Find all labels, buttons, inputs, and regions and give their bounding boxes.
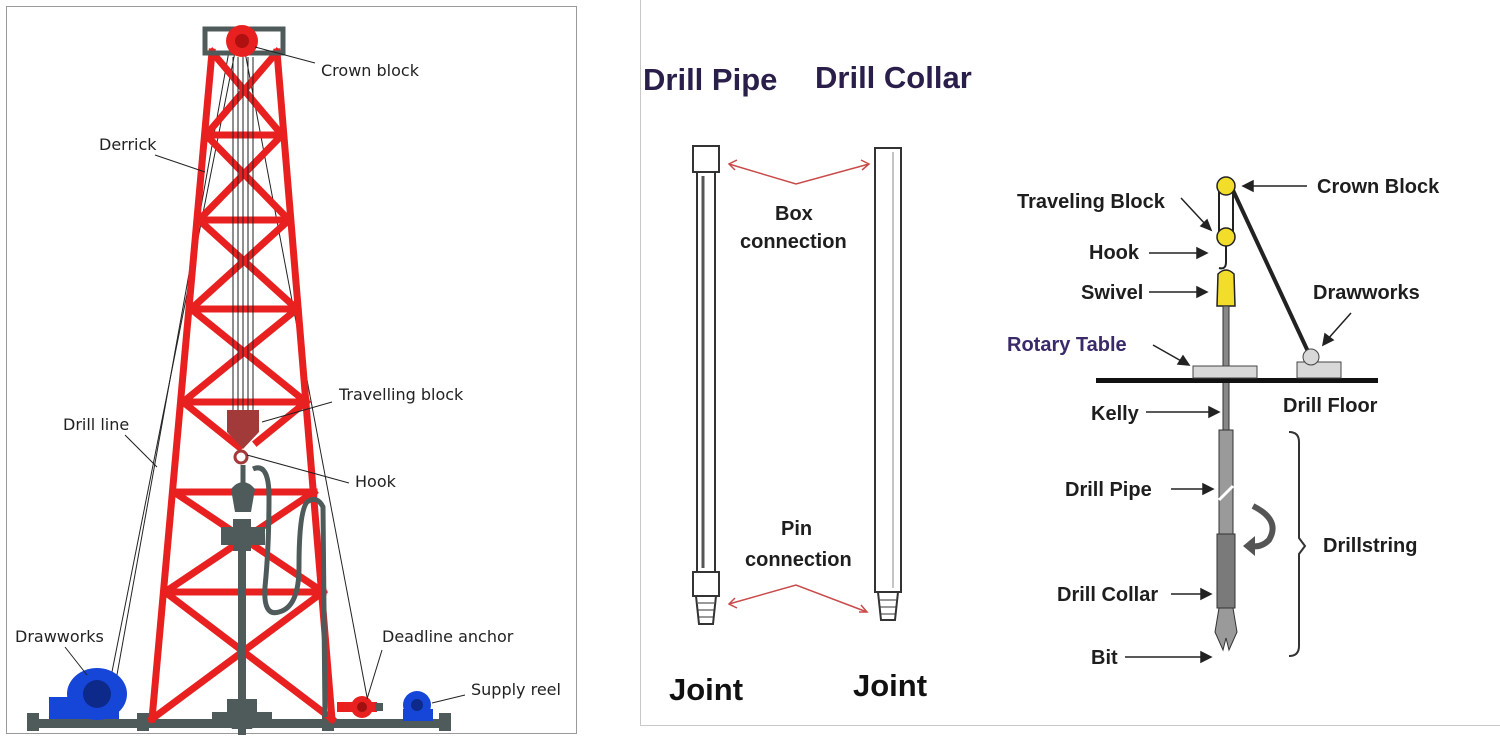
label-crown-block-right: Crown Block [1317, 176, 1440, 198]
hook [233, 449, 249, 465]
crown-sheave [235, 34, 249, 48]
label-drillstring: Drillstring [1323, 535, 1417, 557]
bit-shape [1214, 607, 1238, 652]
label-drawworks: Drawworks [15, 627, 104, 646]
rig-diagram: Crown block Derrick Travelling block Dri… [15, 25, 561, 735]
label-bit: Bit [1091, 647, 1118, 669]
rig-label-arrows [1125, 179, 1352, 664]
label-derrick: Derrick [99, 135, 157, 154]
drillstring-bracket [1288, 431, 1307, 657]
rotary-hub [227, 699, 257, 713]
label-hook: Hook [355, 472, 397, 491]
label-drill-pipe-right: Drill Pipe [1065, 479, 1152, 501]
label-pin-connection: connection [745, 549, 852, 571]
connection-arrows [727, 159, 871, 613]
hoisting-lines [232, 57, 254, 412]
label-swivel: Swivel [1081, 282, 1143, 304]
label-drill-line: Drill line [63, 415, 129, 434]
swivel-shape [1216, 269, 1236, 307]
title-drill-pipe: Drill Pipe [643, 62, 777, 97]
drill-pipe-section [1218, 429, 1234, 535]
label-pin: Pin [781, 518, 812, 540]
rotary-hose [252, 465, 328, 718]
rotation-arrow [1250, 503, 1276, 550]
crown-block-sheave [1216, 176, 1236, 196]
label-travelling-block: Travelling block [338, 385, 464, 404]
label-box: Box [775, 203, 813, 225]
drillstring-diagram: Drill Pipe Drill Collar [643, 60, 1440, 707]
title-drill-collar: Drill Collar [815, 60, 972, 95]
drawworks-machine [49, 668, 127, 720]
label-kelly: Kelly [1091, 403, 1140, 425]
label-hook-right: Hook [1089, 242, 1140, 264]
beam-post [439, 713, 451, 731]
deadline-anchor-machine [337, 696, 383, 718]
rotary-table [212, 712, 272, 729]
rig-diagram-panel: Crown block Derrick Travelling block Dri… [6, 6, 577, 735]
rig-schematic [1096, 176, 1378, 657]
label-joint-collar: Joint [853, 668, 927, 703]
hook-shape [1218, 246, 1227, 270]
travelling-block [227, 410, 259, 449]
leader-lines [64, 46, 466, 704]
label-joint-pipe: Joint [669, 672, 743, 707]
label-drill-floor: Drill Floor [1283, 395, 1378, 417]
label-traveling-block: Traveling Block [1017, 191, 1166, 213]
drill-collar-joint [874, 147, 902, 621]
kelly-pipe [238, 545, 246, 735]
label-supply-reel: Supply reel [471, 680, 561, 699]
beam-post [27, 713, 39, 731]
traveling-block-sheave [1216, 227, 1236, 247]
supply-reel-machine [403, 691, 433, 721]
label-crown-block: Crown block [321, 61, 420, 80]
rotary-table-shape [1192, 365, 1258, 379]
label-deadline-anchor: Deadline anchor [382, 627, 514, 646]
drill-pipe-joint [692, 145, 720, 625]
label-rotary-table: Rotary Table [1007, 334, 1127, 356]
beam-post [137, 713, 149, 731]
swivel [231, 482, 255, 512]
drawworks-shape [1296, 361, 1342, 379]
drill-collar-section [1216, 533, 1236, 609]
drill-floor-line [1096, 378, 1378, 383]
kelly-head [233, 519, 251, 551]
label-drill-collar-right: Drill Collar [1057, 584, 1158, 606]
label-box-connection: connection [740, 231, 847, 253]
drillstring-diagram-panel: Drill Pipe Drill Collar [640, 0, 1500, 726]
label-drawworks-right: Drawworks [1313, 282, 1420, 304]
